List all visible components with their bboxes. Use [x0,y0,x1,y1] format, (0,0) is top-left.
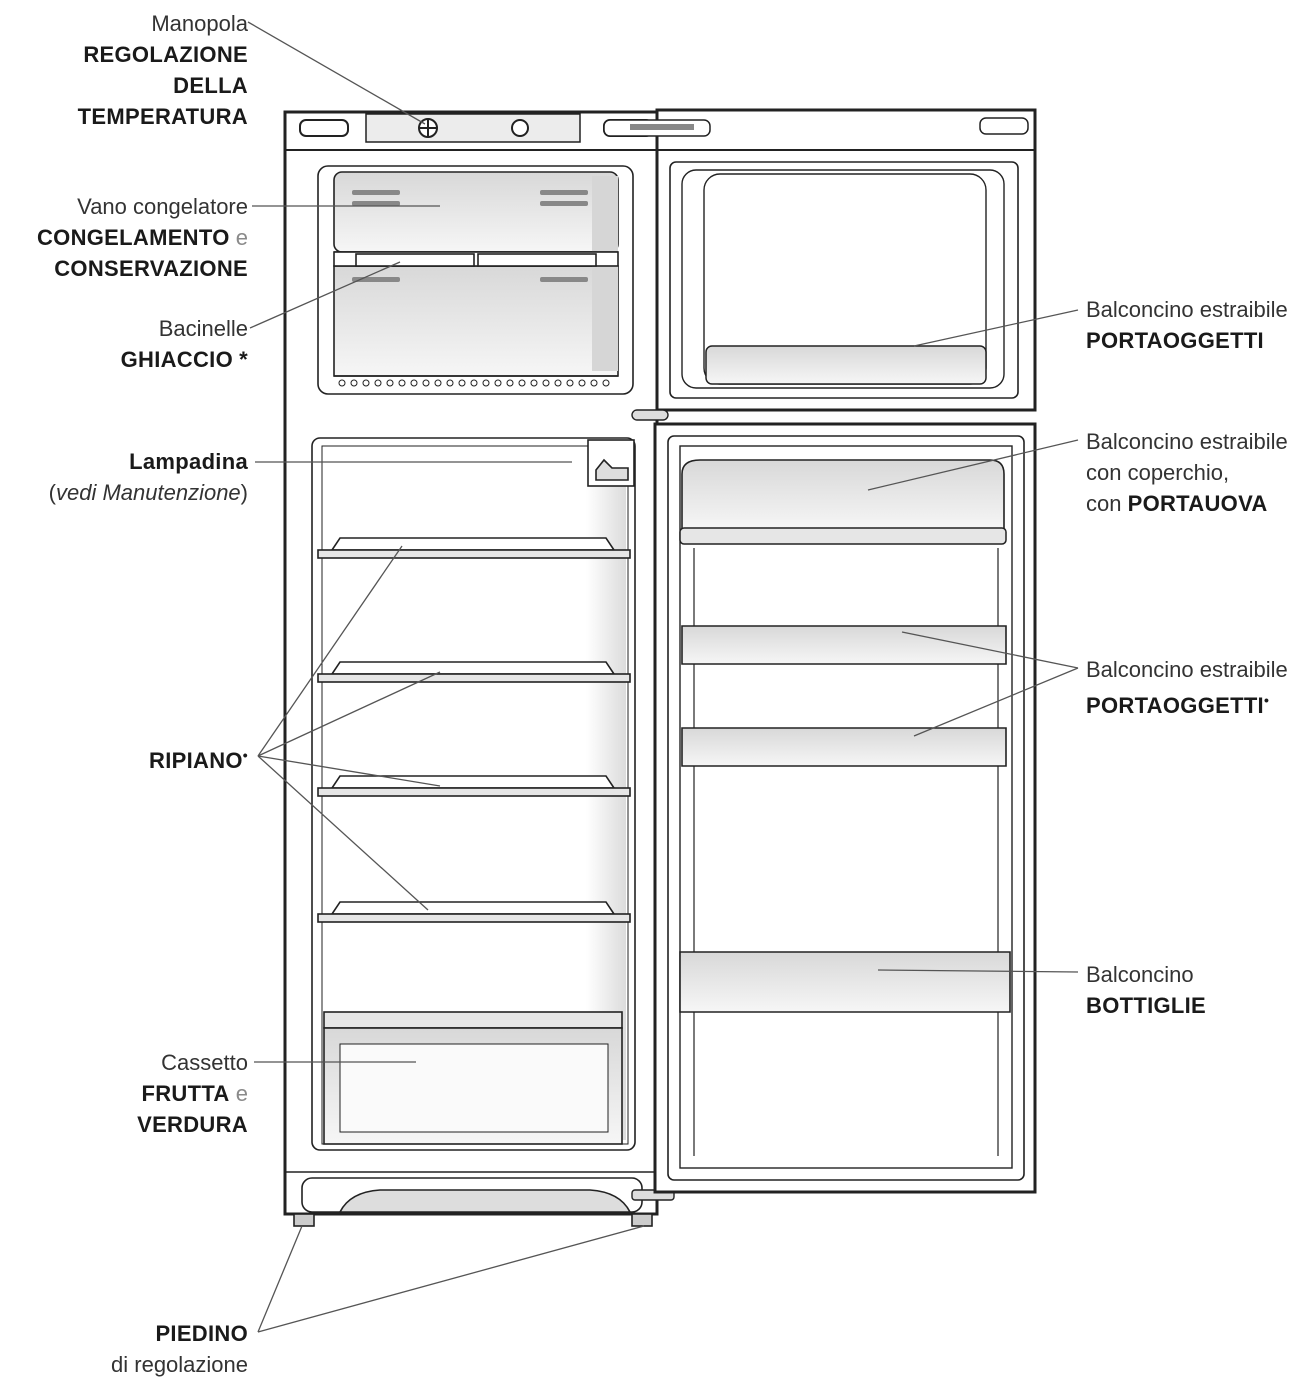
label-balc-uova-line3-prefix: con [1086,491,1122,516]
fridge-door [653,422,1037,1194]
label-manopola-line4: TEMPERATURA [77,104,248,129]
label-cassetto: Cassetto FRUTTA e VERDURA [137,1047,248,1140]
label-ripiano-line1: RIPIANO [149,748,243,773]
crisper-drawer [323,1011,623,1145]
label-bacinelle-line1: Bacinelle [158,316,248,341]
label-balconcino-bottiglie: Balconcino BOTTIGLIE [1086,959,1206,1021]
label-balc-mid-mark: • [1263,692,1270,708]
label-balconcino-portaoggetti-top: Balconcino estraibile PORTAOGGETTI [1086,294,1288,356]
label-piedino-line2: di regolazione [111,1352,248,1377]
label-balc-top-line2: PORTAOGGETTI [1086,328,1264,353]
label-vano-line2: CONGELAMENTO [36,225,230,250]
label-lampadina-line1: Lampadina [129,449,248,474]
label-bacinelle-line2: GHIACCIO [120,347,233,372]
label-vano-line1: Vano congelatore [77,194,248,219]
label-balc-bott-line2: BOTTIGLIE [1086,993,1207,1018]
freezer-compartment [317,165,634,395]
kickplate [285,1171,657,1213]
label-manopola: Manopola REGOLAZIONE DELLA TEMPERATURA [78,8,248,132]
label-bacinelle: Bacinelle GHIACCIO * [121,313,248,375]
adjustable-foot-icon [293,1213,653,1227]
label-balc-uova-line2: con coperchio, [1086,460,1230,485]
label-ripiano: RIPIANO• [149,740,248,776]
label-bacinelle-mark: * [239,347,248,372]
label-balc-mid-line1: Balconcino estraibile [1086,657,1288,682]
label-cassetto-line2: FRUTTA [141,1081,230,1106]
label-vano-congelatore: Vano congelatore CONGELAMENTO e CONSERVA… [37,191,248,284]
lamp-icon [587,439,635,487]
label-piedino: PIEDINO di regolazione [111,1318,248,1380]
label-piedino-line1: PIEDINO [155,1321,248,1346]
label-balc-top-line1: Balconcino estraibile [1086,297,1288,322]
shelves [317,537,631,923]
label-lampadina-close: ) [240,480,248,505]
label-cassetto-line3: VERDURA [137,1112,248,1137]
label-balc-uova-line3: PORTAUOVA [1127,491,1268,516]
label-lampadina: Lampadina (vedi Manutenzione) [49,446,248,508]
label-balconcino-portauova: Balconcino estraibile con coperchio, con… [1086,426,1288,519]
label-manopola-line2: REGOLAZIONE [83,42,248,67]
label-vano-line3: CONSERVAZIONE [54,256,248,281]
leader-lines [247,21,1079,1333]
label-lampadina-open: ( [48,480,56,505]
label-cassetto-line1: Cassetto [161,1050,248,1075]
label-vano-line2-suffix: e [235,225,248,250]
label-manopola-line3: DELLA [173,73,248,98]
label-balc-uova-line1: Balconcino estraibile [1086,429,1288,454]
label-balc-mid-line2: PORTAOGGETTI [1086,693,1264,718]
label-cassetto-line2-suffix: e [235,1081,248,1106]
freezer-door [603,108,1037,412]
label-ripiano-mark: • [242,747,248,763]
label-balconcino-portaoggetti-mid: Balconcino estraibile PORTAOGGETTI• [1086,654,1288,721]
label-manopola-line1: Manopola [151,11,248,36]
label-balc-bott-line1: Balconcino [1086,962,1194,987]
label-lampadina-italic: vedi Manutenzione [55,480,241,505]
